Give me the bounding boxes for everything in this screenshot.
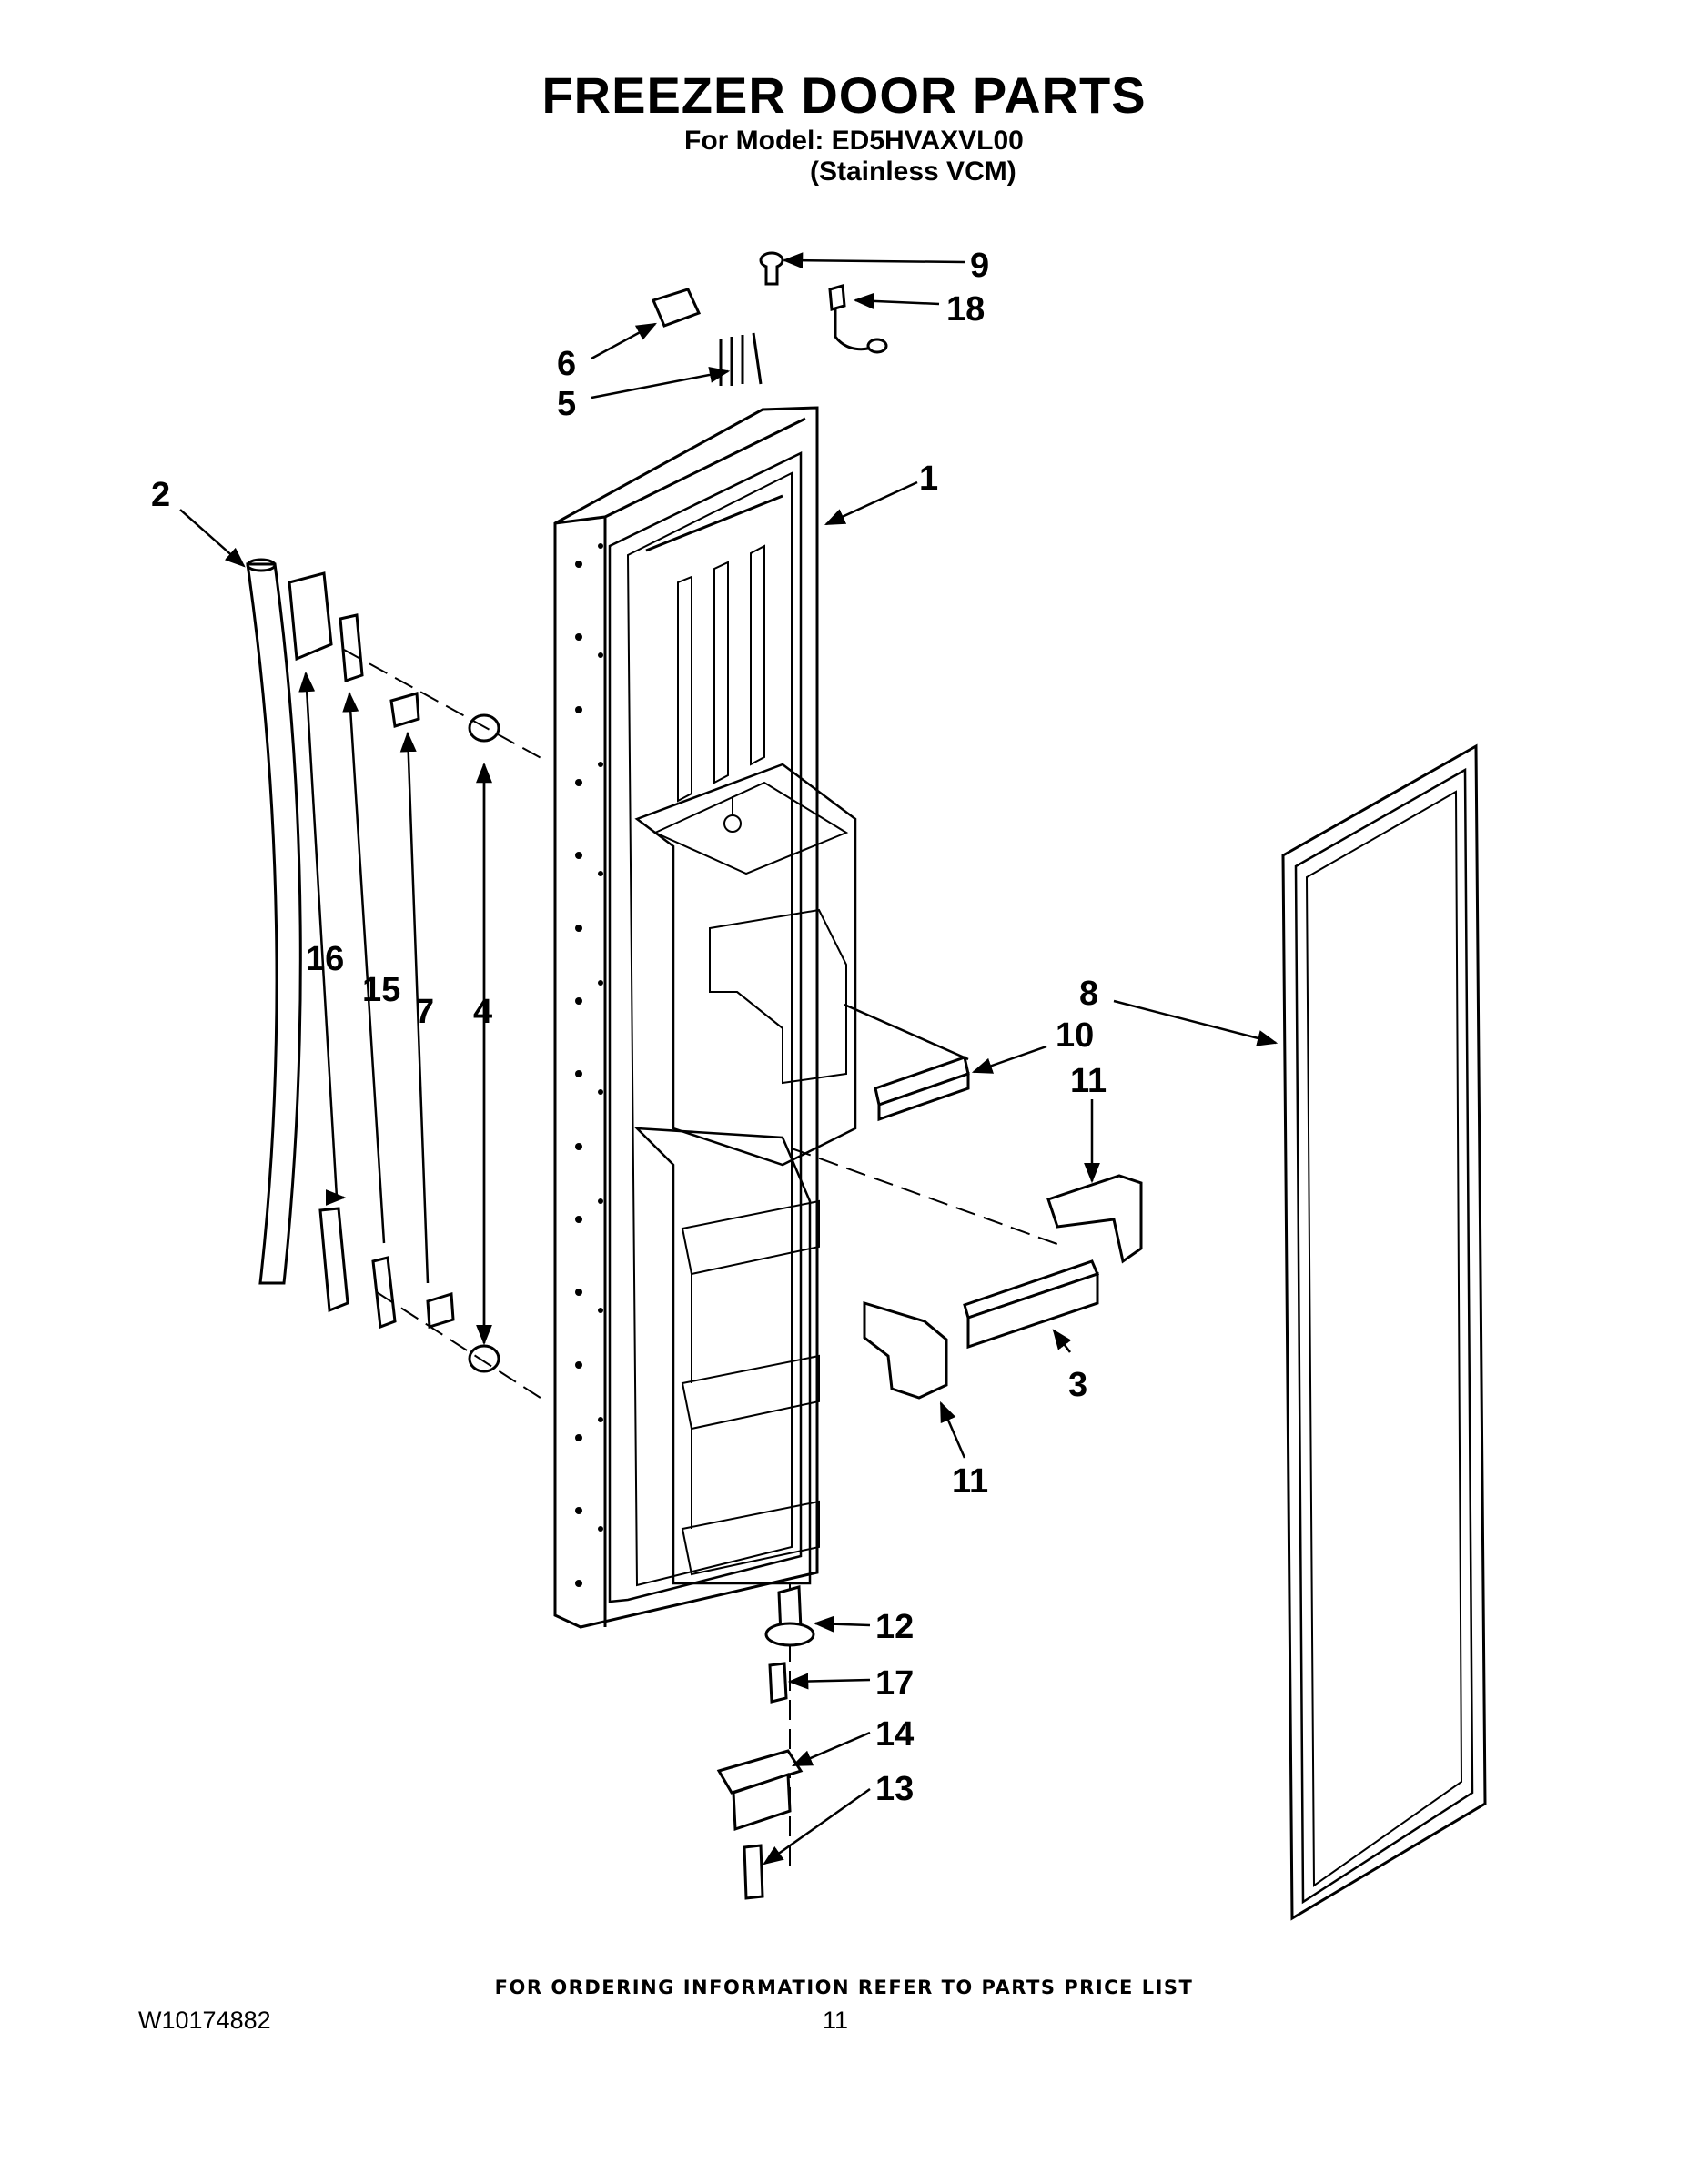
callout-13: 13 (875, 1770, 914, 1808)
callout-11-lower: 11 (952, 1462, 988, 1501)
callout-labels: 9 18 6 5 1 2 16 15 7 4 8 10 11 11 3 12 1… (151, 247, 1107, 1808)
callout-7: 7 (415, 993, 434, 1031)
finish-line: (Stainless VCM) (810, 157, 1016, 187)
hinge-parts (716, 1585, 815, 1900)
callout-2: 2 (151, 476, 170, 514)
callout-leader-lines (179, 252, 1279, 1866)
callout-1: 1 (919, 460, 938, 498)
trim-end-part-11 (863, 1174, 1143, 1400)
callout-9: 9 (970, 247, 989, 285)
handle-part-2 (246, 558, 302, 1285)
handle-screw-part-7 (389, 692, 455, 1329)
trim-part-10 (874, 1056, 970, 1122)
callout-3: 3 (1068, 1366, 1087, 1404)
page-number: 11 (823, 2007, 849, 2034)
callout-18: 18 (946, 290, 985, 329)
callout-5: 5 (557, 385, 576, 423)
handle-clip-part-15 (339, 613, 397, 1330)
trim-part-3 (963, 1259, 1100, 1350)
page-title: FREEZER DOOR PARTS (541, 66, 1147, 124)
callout-16: 16 (306, 940, 344, 978)
door-assembly-part-1 (553, 406, 857, 1629)
door-gasket-part-8 (1281, 743, 1487, 1921)
model-line: For Model: ED5HVAXVL00 (684, 126, 1024, 156)
callout-8: 8 (1079, 975, 1098, 1013)
callout-10: 10 (1056, 1016, 1094, 1055)
ordering-note: FOR ORDERING INFORMATION REFER TO PARTS … (494, 1977, 1194, 1998)
document-number: W10174882 (138, 2007, 271, 2034)
callout-14: 14 (875, 1715, 914, 1754)
callout-17: 17 (875, 1664, 914, 1703)
top-small-parts (651, 251, 888, 386)
callout-6: 6 (557, 345, 576, 383)
handle-end-cap-part-16 (288, 571, 349, 1313)
mounting-stud-part-4 (468, 713, 500, 1373)
callout-15: 15 (362, 971, 400, 1009)
callout-12: 12 (875, 1608, 914, 1646)
callout-4: 4 (473, 993, 492, 1031)
callout-11-upper: 11 (1070, 1062, 1107, 1100)
